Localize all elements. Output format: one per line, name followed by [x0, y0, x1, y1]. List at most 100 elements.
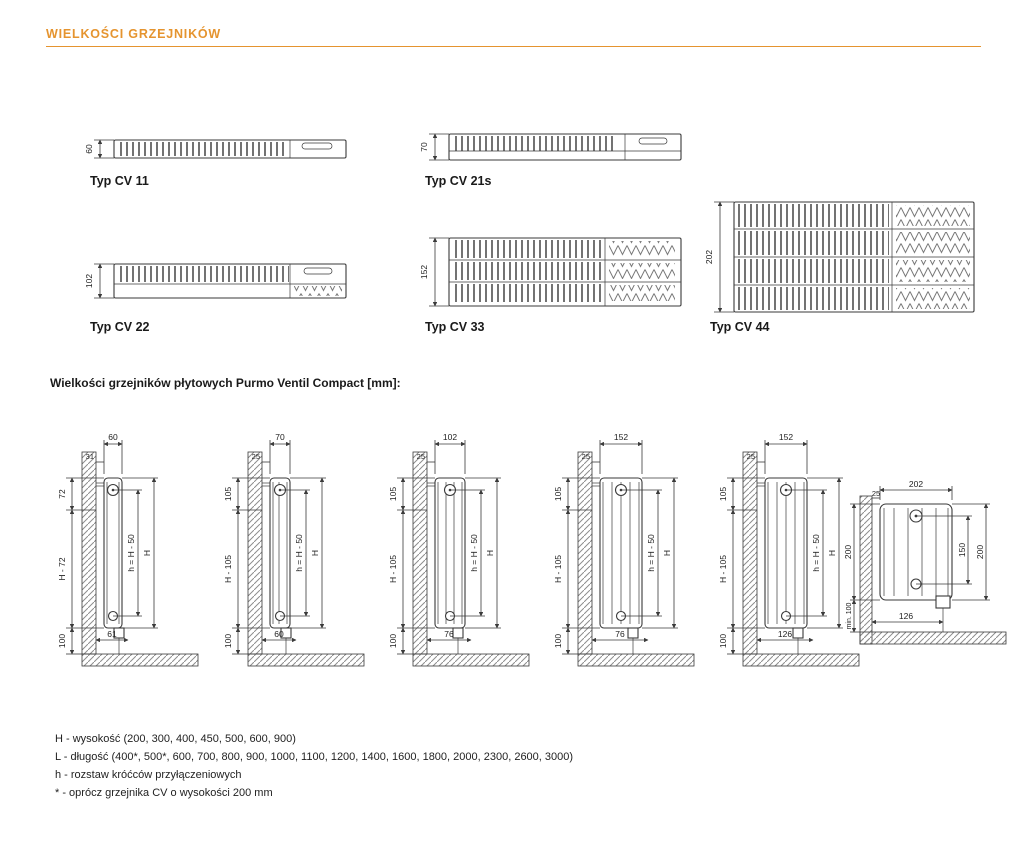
dim-bottom-width: 126 [778, 629, 792, 639]
radiator-profile [592, 477, 643, 654]
dim-floor-gap: 100 [223, 634, 233, 648]
type-label-cv21s: Typ CV 21s [425, 174, 492, 188]
type-label-cv11: Typ CV 11 [90, 174, 149, 188]
dim-top-width: 152 [614, 432, 628, 442]
dim-floor-gap: 100 [718, 634, 728, 648]
cross-section-cv22: 102 [84, 263, 347, 299]
dim-top-width: 70 [275, 432, 285, 442]
depth-label: 70 [419, 142, 429, 152]
wall-and-floor [412, 451, 530, 667]
dim-bottom-width: 76 [615, 629, 625, 639]
depth-label: 102 [84, 274, 94, 288]
cross-section-cv33: 152 [419, 237, 682, 307]
dim-bottom-width: 126 [899, 611, 913, 621]
dim-pipe-spacing: h = H - 50 [811, 534, 821, 572]
wall-and-floor [81, 451, 199, 667]
detail-view-cv44: 202 25 200 min. 100 150 200 126 [843, 479, 1007, 645]
legend-height: H - wysokość (200, 300, 400, 450, 500, 6… [55, 733, 296, 745]
dim-total-height: H [485, 550, 495, 556]
wall-and-floor [577, 451, 695, 667]
dim-floor-gap: min. 100 [846, 602, 853, 629]
dim-wall-gap: 31 [86, 452, 94, 461]
section-heading: Wielkości grzejników płytowych Purmo Ven… [50, 376, 401, 390]
dim-middle: H - 105 [223, 555, 233, 583]
cross-section-cv21s: 70 [419, 133, 682, 161]
dim-pipe-spacing: h = H - 50 [469, 534, 479, 572]
dim-top-width: 202 [909, 479, 923, 489]
radiator-profile [427, 477, 466, 654]
dimension-labels: 70 25 105 H - 105 100 h = H - 50 H 60 [223, 432, 320, 648]
side-view-cv11: 60 31 72 H - 72 100 h = H - 50 H 61 [57, 432, 199, 667]
radiator-body [448, 237, 682, 307]
dimension-labels: 102 25 105 H - 105 100 h = H - 50 H 76 [388, 432, 495, 648]
dimension-lines [850, 486, 990, 633]
depth-dimension [94, 139, 114, 159]
dim-top-width: 102 [443, 432, 457, 442]
side-view-cv22: 102 25 105 H - 105 100 h = H - 50 H 76 [388, 432, 530, 667]
dim-floor-gap: 100 [57, 634, 67, 648]
legend-footnote: * - oprócz grzejnika CV o wysokości 200 … [55, 787, 273, 799]
radiator-body [448, 133, 682, 161]
dim-floor-gap: 100 [388, 634, 398, 648]
dimension-labels: 152 25 105 H - 105 100 h = H - 50 H 76 [553, 432, 672, 648]
legend-length: L - długość (400*, 500*, 600, 700, 800, … [55, 751, 574, 763]
dim-wall-gap: 25 [252, 452, 260, 461]
radiator-profile [262, 477, 292, 654]
dim-upper: 105 [553, 487, 563, 501]
dim-bottom-width: 61 [107, 629, 117, 639]
wall-and-floor [859, 495, 1007, 645]
dim-wall-gap: 25 [872, 489, 880, 498]
depth-label: 202 [704, 250, 714, 264]
dimension-labels: 202 25 200 min. 100 150 200 126 [843, 479, 985, 629]
dim-pipe-spacing: h = H - 50 [294, 534, 304, 572]
dim-wall-gap: 25 [582, 452, 590, 461]
radiator-body [113, 263, 347, 299]
dimension-lines [66, 440, 158, 655]
dim-middle: H - 72 [57, 557, 67, 580]
type-label-cv22: Typ CV 22 [90, 320, 150, 334]
dimension-labels: 152 25 105 H - 105 100 h = H - 50 H 126 [718, 432, 837, 648]
dim-pipe-spacing: 150 [957, 543, 967, 557]
dim-middle: H - 105 [553, 555, 563, 583]
dim-total-height: H [662, 550, 672, 556]
dim-top-width: 152 [779, 432, 793, 442]
side-view-cv33: 152 25 105 H - 105 100 h = H - 50 H 76 [553, 432, 695, 667]
side-view-cv21s: 70 25 105 H - 105 100 h = H - 50 H 60 [223, 432, 365, 667]
dimension-lines [232, 440, 326, 655]
cross-section-cv11: 60 [84, 139, 347, 159]
depth-dimension [94, 263, 114, 299]
header-divider [46, 46, 981, 47]
dim-middle: H - 105 [388, 555, 398, 583]
dimension-labels: 60 31 72 H - 72 100 h = H - 50 H 61 [57, 432, 152, 648]
dim-left-height: 200 [843, 545, 853, 559]
dim-total-height: H [827, 550, 837, 556]
dim-total-height: H [310, 550, 320, 556]
radiator-body [733, 201, 975, 313]
dim-wall-gap: 25 [747, 452, 755, 461]
side-view-cv44: 152 25 105 H - 105 100 h = H - 50 H 126 [718, 432, 860, 667]
dim-total-height: H [142, 550, 152, 556]
page-title: WIELKOŚCI GRZEJNIKÓW [46, 27, 222, 41]
dim-upper: 105 [388, 487, 398, 501]
wall-and-floor [742, 451, 860, 667]
dim-upper: 105 [223, 487, 233, 501]
type-label-cv33: Typ CV 33 [425, 320, 485, 334]
wall-and-floor [247, 451, 365, 667]
dim-top-width: 60 [108, 432, 118, 442]
depth-label: 152 [419, 265, 429, 279]
dimension-lines [727, 440, 843, 655]
depth-dimension [714, 201, 734, 313]
depth-label: 60 [84, 144, 94, 154]
dim-upper: 105 [718, 487, 728, 501]
cross-section-cv44: 202 [704, 201, 975, 313]
dim-bottom-width: 60 [274, 629, 284, 639]
dim-upper: 72 [57, 489, 67, 499]
legend-spacing: h - rozstaw króćców przyłączeniowych [55, 769, 242, 781]
dim-floor-gap: 100 [553, 634, 563, 648]
radiator-profile [96, 477, 125, 654]
dim-pipe-spacing: h = H - 50 [646, 534, 656, 572]
dimension-lines [562, 440, 678, 655]
dim-wall-gap: 25 [417, 452, 425, 461]
dim-middle: H - 105 [718, 555, 728, 583]
radiator-profile [757, 477, 808, 654]
